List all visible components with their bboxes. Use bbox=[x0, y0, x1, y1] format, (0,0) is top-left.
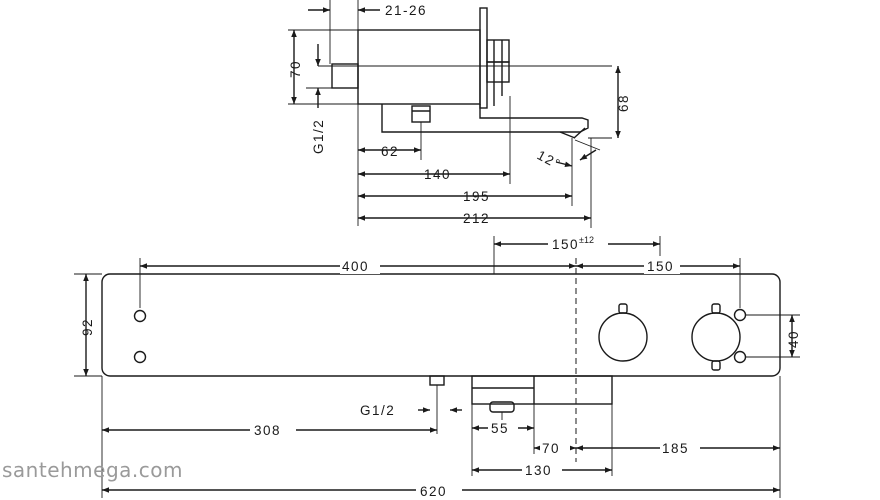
dim-spout-drop-label: 68 bbox=[616, 94, 631, 112]
rear-connector-bottom bbox=[486, 61, 510, 83]
watermark: santehmega.com bbox=[2, 458, 183, 482]
dim-400-label: 400 bbox=[342, 259, 369, 274]
flow-knob-marker-top bbox=[711, 303, 721, 314]
dim-150-tol-label: 150±12 bbox=[552, 235, 594, 252]
spout-nut bbox=[411, 105, 431, 123]
dim-150-tol-value: 150 bbox=[552, 237, 579, 252]
inlet-front bbox=[429, 375, 445, 386]
dim-40-label: 40 bbox=[786, 330, 801, 348]
mount-hole-top-right bbox=[733, 308, 747, 322]
temperature-knob-marker bbox=[618, 303, 628, 314]
dim-thread-side-label: G1/2 bbox=[311, 119, 326, 154]
dim-130-label: 130 bbox=[525, 463, 552, 478]
dim-92-label: 92 bbox=[80, 318, 95, 336]
dim-62-label: 62 bbox=[381, 144, 399, 159]
dim-55-label: 55 bbox=[491, 421, 509, 436]
flow-knob-marker-bottom bbox=[711, 360, 721, 371]
dim-185-label: 185 bbox=[662, 441, 689, 456]
dim-140-label: 140 bbox=[424, 167, 451, 182]
dim-150-tol-sup: ±12 bbox=[579, 235, 594, 245]
mixer-body-side bbox=[357, 29, 481, 105]
dim-70-label: 70 bbox=[542, 441, 560, 456]
wall-plate bbox=[479, 7, 488, 109]
dim-620-label: 620 bbox=[420, 484, 447, 499]
dim-thread-front-label: G1/2 bbox=[360, 403, 395, 418]
rear-connector-top bbox=[486, 39, 510, 63]
dim-308-label: 308 bbox=[254, 423, 281, 438]
flow-knob bbox=[691, 312, 741, 362]
mount-hole-bottom-left bbox=[133, 350, 147, 364]
dim-depth-label: 21-26 bbox=[385, 3, 427, 18]
inlet-connector bbox=[331, 63, 359, 89]
spout-front bbox=[471, 375, 613, 405]
spout-side bbox=[381, 104, 589, 133]
dim-angle-label: 12° bbox=[535, 147, 564, 172]
mount-hole-bottom-right bbox=[733, 350, 747, 364]
temperature-knob bbox=[598, 312, 648, 362]
dim-212-label: 212 bbox=[463, 211, 490, 226]
mixer-body-front bbox=[101, 273, 781, 377]
dim-195-label: 195 bbox=[463, 189, 490, 204]
top-view bbox=[288, 0, 621, 228]
dim-150-label: 150 bbox=[647, 259, 674, 274]
mount-hole-top-left bbox=[133, 309, 147, 323]
dim-height-label: 70 bbox=[288, 60, 303, 78]
